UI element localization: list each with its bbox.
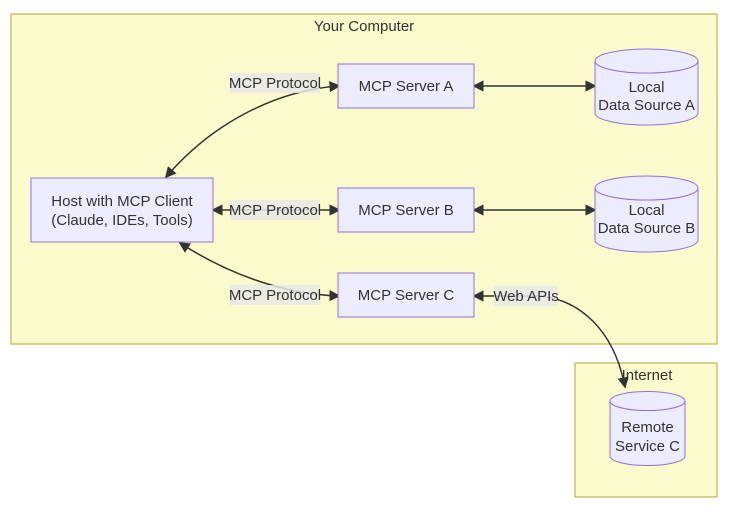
edge-label-bg [230, 73, 320, 93]
host-node-box [30, 177, 214, 243]
cylinder-top [609, 391, 686, 411]
local-data-source-b-cylinder: Local Data Source B [594, 175, 699, 253]
internet-title: Internet [622, 367, 674, 384]
edge-label-mcp-protocol-a: MCP Protocol [229, 73, 321, 93]
data-source-b-label-line2: Data Source B [598, 220, 696, 237]
data-source-b-label-line1: Local [629, 202, 665, 219]
mcp-server-c-box [337, 272, 475, 318]
data-source-a-label-line1: Local [629, 79, 665, 96]
data-source-a-label-line2: Data Source A [598, 97, 695, 114]
host-node-label-line2: (Claude, IDEs, Tools) [51, 212, 192, 229]
edge-label-bg [230, 200, 320, 220]
mcp-server-a-box [337, 63, 475, 109]
your-computer-title: Your Computer [314, 18, 414, 35]
cylinder-top [594, 175, 699, 201]
edge-label-text: MCP Protocol [229, 287, 321, 304]
edge-label-text: Web APIs [493, 288, 559, 305]
mcp-server-b-node: MCP Server B [337, 187, 475, 233]
edge-label-mcp-protocol-b: MCP Protocol [229, 200, 321, 220]
remote-service-c-label-line1: Remote [621, 419, 674, 436]
host-node: Host with MCP Client (Claude, IDEs, Tool… [30, 177, 214, 243]
mcp-server-b-box [337, 187, 475, 233]
local-data-source-a-cylinder: Local Data Source A [594, 48, 699, 126]
edge-label-bg [494, 286, 558, 306]
edge-label-bg [230, 285, 320, 305]
cylinder-top [594, 48, 699, 74]
edge-label-mcp-protocol-c: MCP Protocol [229, 285, 321, 305]
edge-label-text: MCP Protocol [229, 75, 321, 92]
mcp-server-b-label: MCP Server B [358, 202, 454, 219]
host-node-label-line1: Host with MCP Client [51, 193, 193, 210]
edge-label-web-apis: Web APIs [493, 286, 559, 306]
remote-service-c-label-line2: Service C [615, 438, 680, 455]
mcp-server-a-node: MCP Server A [337, 63, 475, 109]
mcp-server-a-label: MCP Server A [359, 78, 454, 95]
mcp-server-c-label: MCP Server C [358, 287, 455, 304]
remote-service-c-cylinder: Remote Service C [609, 391, 686, 466]
mcp-server-c-node: MCP Server C [337, 272, 475, 318]
edge-label-text: MCP Protocol [229, 202, 321, 219]
